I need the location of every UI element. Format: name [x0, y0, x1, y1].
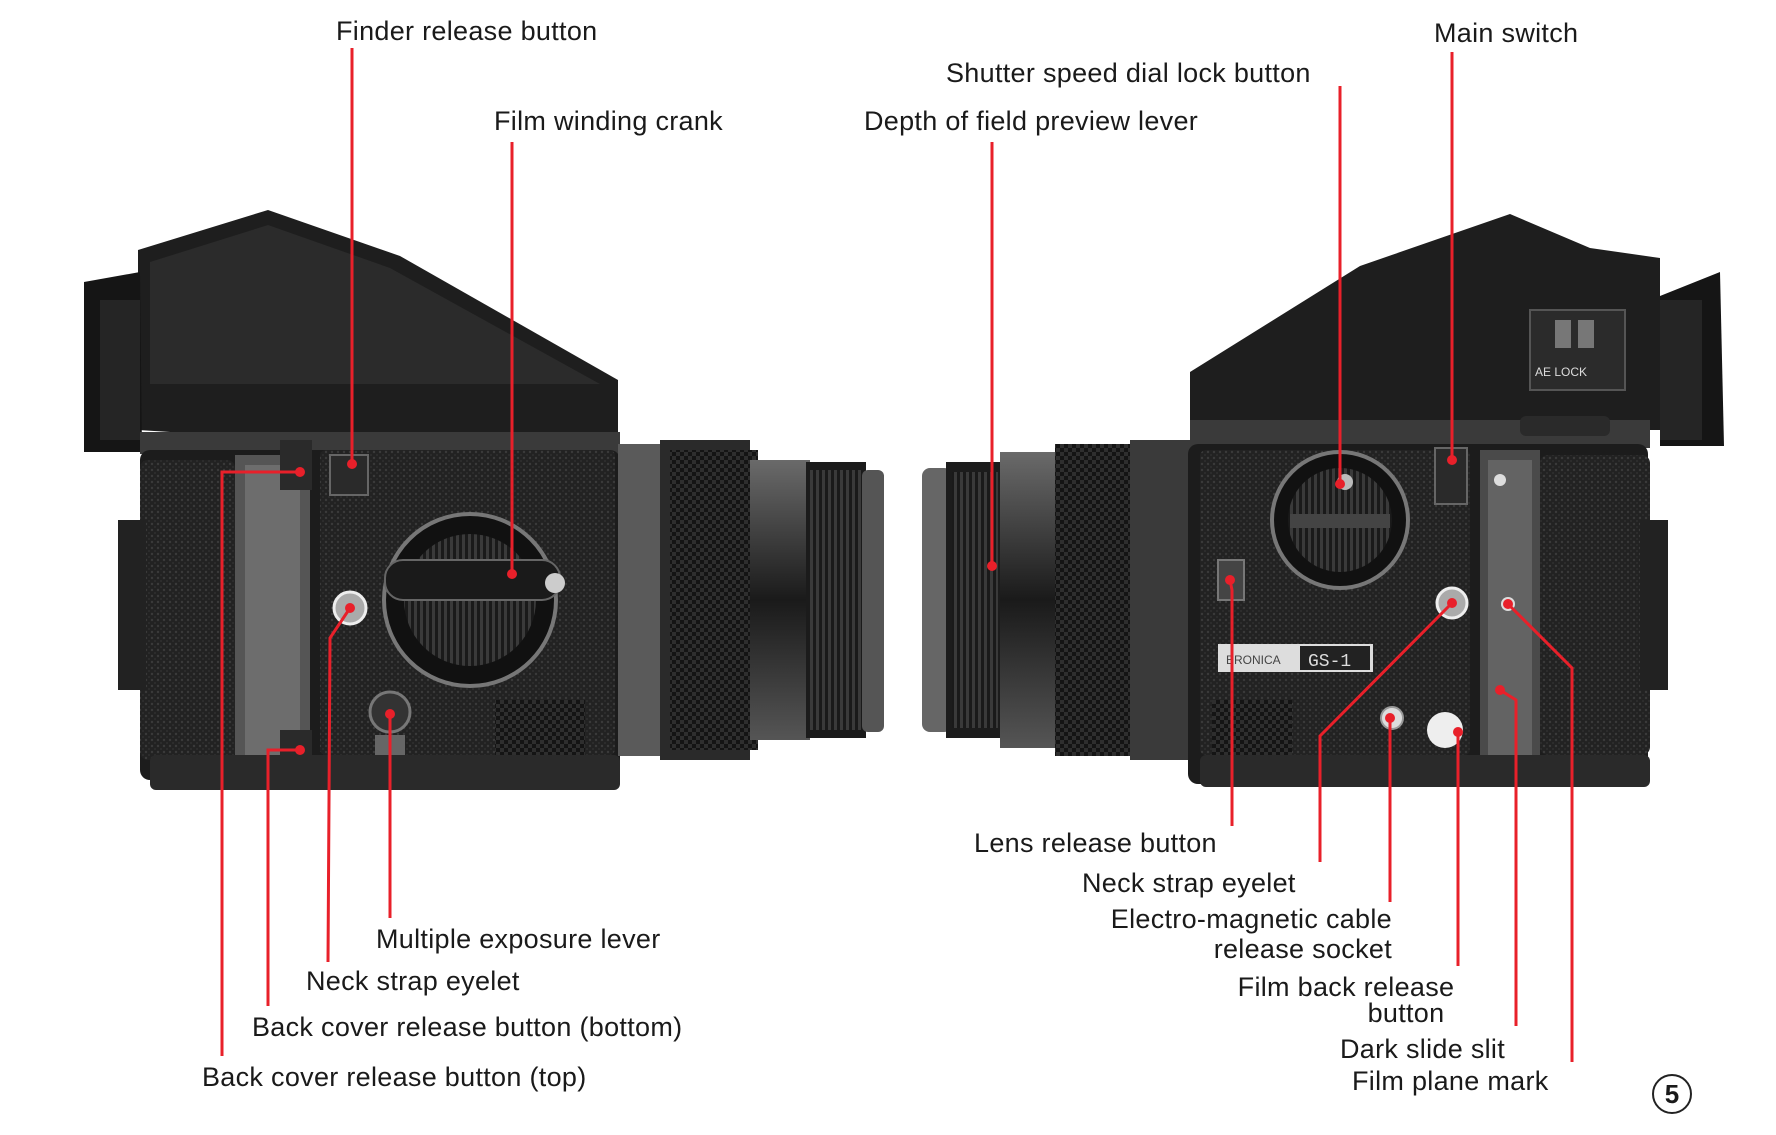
nameplate-brand: BRONICA: [1226, 653, 1281, 667]
left-focus-ring: [670, 450, 758, 750]
label-multiple-exposure: Multiple exposure lever: [376, 924, 661, 954]
leader-dots: [295, 455, 1513, 755]
page-number: 5: [1652, 1074, 1692, 1114]
label-film-winding-crank: Film winding crank: [494, 106, 723, 136]
leader-right-neck-strap: [1318, 601, 1454, 862]
label-film-back-line2: button: [1367, 998, 1445, 1028]
right-lens-front: [922, 468, 952, 732]
label-main-switch: Main switch: [1434, 18, 1579, 48]
leader-left-neck-strap: [326, 607, 352, 963]
leader-back-cover-bottom: [266, 748, 300, 1006]
label-film-plane: Film plane mark: [1352, 1066, 1549, 1096]
label-film-back-line1: Film back release: [1237, 972, 1455, 1002]
label-right-neck-strap: Neck strap eyelet: [1082, 868, 1296, 898]
leader-dark-slide: [1499, 688, 1518, 1026]
label-left-neck-strap: Neck strap eyelet: [306, 966, 520, 996]
label-em-cable-line2: release socket: [1213, 934, 1392, 964]
label-shutter-lock: Shutter speed dial lock button: [946, 58, 1311, 88]
right-focus-ring: [1055, 444, 1135, 756]
label-dark-slide: Dark slide slit: [1340, 1034, 1506, 1064]
ae-lock-text: AE LOCK: [1535, 365, 1587, 379]
label-back-cover-bottom: Back cover release button (bottom): [252, 1012, 683, 1042]
left-lens-mount: [618, 444, 668, 756]
label-dof-preview: Depth of field preview lever: [864, 106, 1199, 136]
label-finder-release: Finder release button: [336, 16, 598, 46]
label-back-cover-top: Back cover release button (top): [202, 1062, 587, 1092]
leader-back-cover-top: [220, 470, 300, 1056]
label-lens-release: Lens release button: [974, 828, 1217, 858]
right-film-back: [1540, 455, 1650, 755]
right-camera: AE LOCK BRONICA GS-1: [922, 214, 1724, 787]
leader-lines: [220, 48, 1574, 1062]
left-camera: [84, 210, 884, 790]
leader-film-plane: [1506, 602, 1574, 1062]
left-film-back: [140, 460, 235, 760]
nameplate-model: GS-1: [1308, 652, 1351, 672]
label-em-cable-line1: Electro-magnetic cable: [1110, 904, 1392, 934]
